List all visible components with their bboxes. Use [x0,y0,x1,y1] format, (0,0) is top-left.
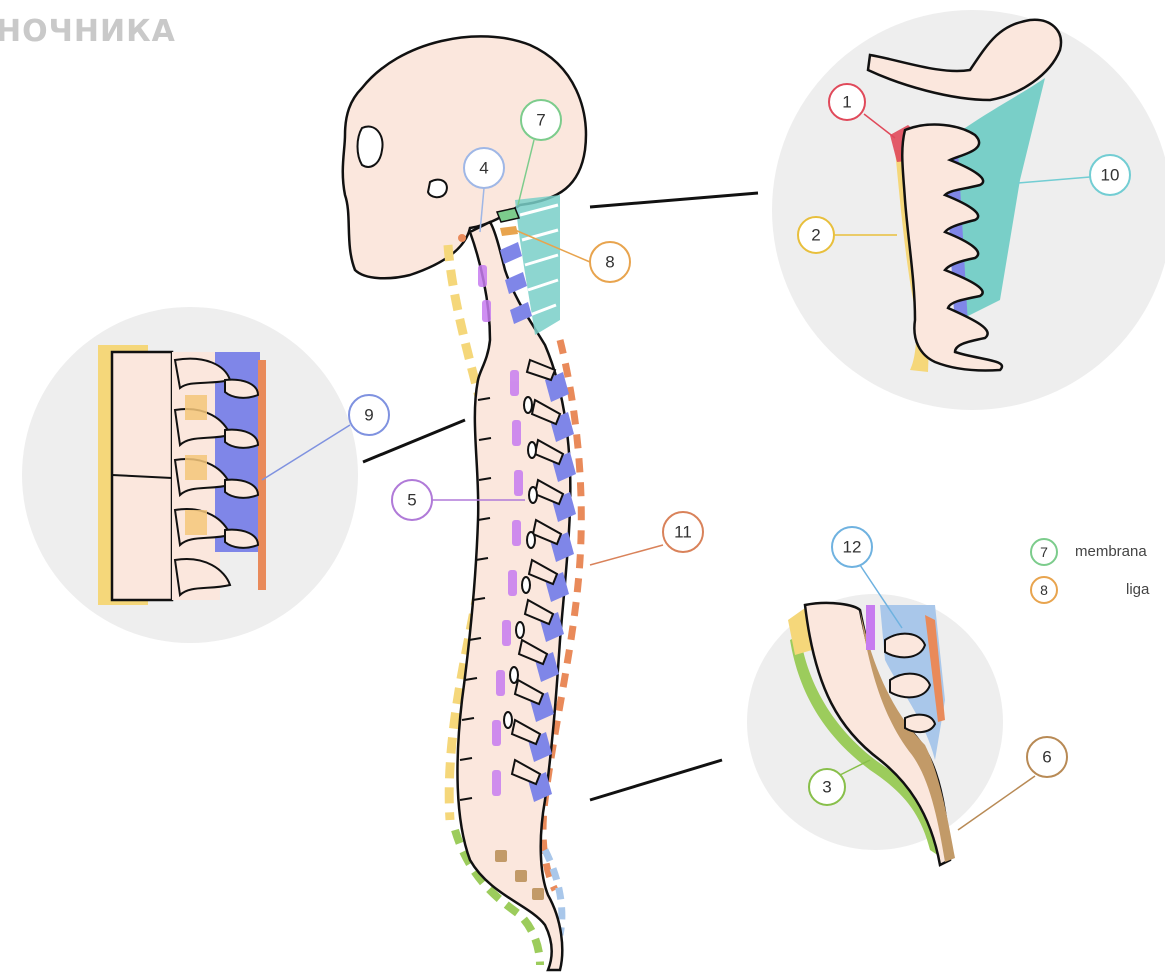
callout-number: 3 [822,778,831,797]
callout-number: 10 [1101,166,1120,185]
callout-4: 4 [464,148,504,188]
callout-11: 11 [663,512,703,552]
callout-7: 7 [521,100,561,140]
callout-9: 9 [349,395,389,435]
callout-8: 8 [590,242,630,282]
callout-2: 2 [798,217,834,253]
legend-item-7: 7 [1031,539,1057,565]
apex-marker-red [458,234,466,242]
leader-11 [590,545,663,565]
watermark-text: НОЧНИКА [0,14,176,49]
sacral-purple-strip [866,605,875,650]
legend-item-8: 8 [1031,577,1057,603]
callout-3: 3 [809,769,845,805]
pointer-line-cervical [590,193,758,207]
legend-label-7: membrana [1075,543,1147,560]
callout-number: 12 [843,538,862,557]
legend-number: 7 [1040,544,1048,560]
callout-number: 11 [674,523,692,542]
pointer-line-sacral [590,760,722,800]
callout-number: 8 [605,253,614,272]
callout-number: 5 [407,491,416,510]
supraspinous-thoracic [258,360,266,590]
thoracic-orange-patches [185,395,207,535]
callout-5: 5 [392,480,432,520]
callout-6: 6 [1027,737,1067,777]
callout-number: 7 [536,111,545,130]
legend-label-8: liga [1126,581,1149,598]
callout-10: 10 [1090,155,1130,195]
callout-1: 1 [829,84,865,120]
callout-number: 4 [479,159,488,178]
callout-number: 2 [811,226,820,245]
legend-number: 8 [1040,582,1048,598]
callout-12: 12 [832,527,872,567]
ligament-marker-orange [500,226,518,236]
callout-number: 9 [364,406,373,425]
callout-number: 6 [1042,748,1051,767]
callout-number: 1 [842,93,851,112]
